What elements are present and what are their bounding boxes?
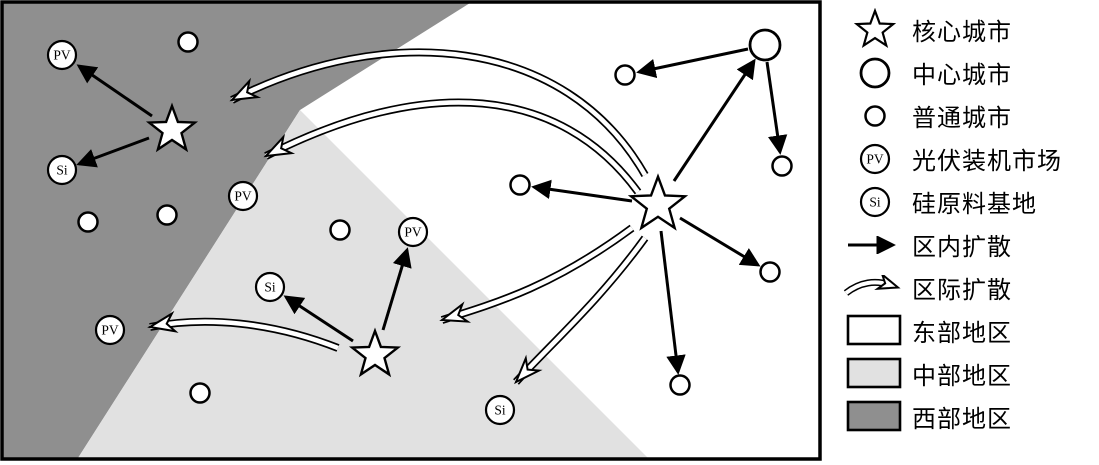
legend-item-central-region: 中部地区 (838, 352, 1096, 395)
pv-si-nodes: PV PV PV PV Si (46, 39, 516, 426)
intra-diffusion-arrow (659, 230, 686, 375)
legend-item-si-base: Si 硅原料基地 (838, 180, 1096, 223)
legend-label: 东部地区 (912, 319, 1012, 347)
west-region-swatch (838, 400, 912, 433)
ordinary-city-marker (614, 64, 636, 86)
intra-diffusion-arrow (531, 179, 633, 203)
inter-diffusion-arrow (226, 48, 649, 177)
ordinary-city-marker (156, 204, 178, 226)
ordinary-city-marker (509, 174, 531, 196)
intra-diffusion-arrow (76, 136, 150, 168)
ordinary-city-marker (669, 374, 691, 396)
inter-diffusion-arrow (260, 98, 642, 195)
si-label: Si (264, 280, 276, 295)
legend: 核心城市 中心城市 普通城市 PV 光伏装机市场 (838, 7, 1096, 438)
center-city-icon (838, 55, 912, 91)
pv-market-icon: PV (838, 142, 912, 176)
map-border (0, 0, 822, 461)
center-city-marker (748, 28, 782, 62)
pv-label: PV (53, 48, 71, 63)
legend-label: 硅原料基地 (912, 190, 1037, 218)
ordinary-city-marker (189, 382, 211, 404)
legend-item-east-region: 东部地区 (838, 309, 1096, 352)
svg-text:PV: PV (866, 151, 884, 166)
si-label: Si (494, 403, 506, 418)
legend-label: 区内扩散 (912, 233, 1012, 261)
legend-label: 光伏装机市场 (912, 147, 1062, 175)
ordinary-city-marker (771, 155, 793, 177)
pv-market-node: PV (397, 216, 429, 248)
svg-text:Si: Si (869, 194, 881, 209)
intra-diffusion-arrow (636, 47, 749, 79)
city-markers (77, 28, 793, 404)
legend-item-inter-diffusion: 区际扩散 (838, 266, 1096, 309)
legend-item-west-region: 西部地区 (838, 395, 1096, 438)
pv-label: PV (234, 189, 252, 204)
pv-label: PV (404, 225, 422, 240)
intra-diffusion-arrow (679, 216, 761, 267)
intra-diffusion-arrow (76, 64, 153, 118)
pv-market-node: PV (46, 39, 78, 71)
central-region (78, 110, 648, 458)
intra-diffusion-arrow (672, 58, 756, 182)
central-region-swatch (838, 357, 912, 390)
si-base-icon: Si (838, 185, 912, 219)
legend-label: 区际扩散 (912, 276, 1012, 304)
intra-diffusion-arrow (283, 295, 354, 343)
intra-diffusion-arrow (381, 247, 412, 331)
diffusion-map: PV PV PV PV Si (0, 0, 822, 461)
legend-item-ordinary-city: 普通城市 (838, 94, 1096, 137)
intra-diffusion-arrow (765, 61, 788, 155)
legend-label: 普通城市 (912, 104, 1012, 132)
pv-label: PV (101, 323, 119, 338)
legend-label: 西部地区 (912, 405, 1012, 433)
inter-diffusion-arrow-icon (838, 274, 912, 301)
ordinary-city-marker (759, 261, 781, 283)
intra-diffusion-arrow-icon (838, 235, 912, 254)
legend-label: 中部地区 (912, 362, 1012, 390)
pv-market-node: PV (94, 314, 126, 346)
inter-diffusion-arrow (147, 312, 340, 352)
west-region (3, 3, 470, 458)
si-base-node: Si (254, 271, 286, 303)
ordinary-city-marker (329, 219, 351, 241)
ordinary-city-icon (838, 103, 912, 129)
inter-region-diffusion-arrows (147, 48, 649, 390)
legend-item-center-city: 中心城市 (838, 51, 1096, 94)
inter-diffusion-arrow (438, 224, 635, 330)
legend-item-intra-diffusion: 区内扩散 (838, 223, 1096, 266)
legend-item-pv-market: PV 光伏装机市场 (838, 137, 1096, 180)
map-panel: PV PV PV PV Si (0, 0, 822, 461)
intra-region-diffusion-arrows (76, 47, 788, 375)
legend-item-core-city: 核心城市 (838, 7, 1096, 52)
legend-label: 中心城市 (912, 61, 1012, 89)
pv-market-node: PV (227, 180, 259, 212)
si-label: Si (56, 163, 68, 178)
ordinary-city-marker (177, 31, 199, 53)
east-region-swatch (838, 314, 912, 347)
si-base-node: Si (484, 394, 516, 426)
inter-diffusion-arrow (508, 235, 649, 390)
ordinary-city-marker (77, 211, 99, 233)
legend-label: 核心城市 (912, 18, 1012, 46)
core-city-icon (838, 7, 912, 52)
si-base-node: Si (46, 154, 78, 186)
